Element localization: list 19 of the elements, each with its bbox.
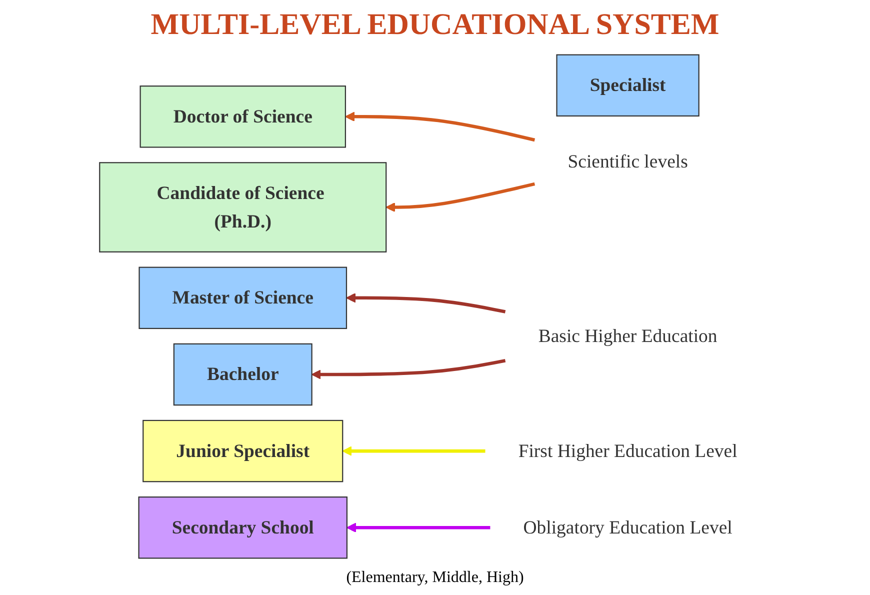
arrow	[342, 446, 486, 456]
arrow	[311, 358, 506, 380]
arrow	[346, 293, 506, 314]
node-box: Secondary School	[138, 496, 348, 559]
node-text: Basic Higher Education	[538, 325, 718, 346]
arrow	[345, 112, 536, 142]
node-box: Candidate of Science (Ph.D.)	[99, 162, 387, 252]
title: MULTI-LEVEL EDUCATIONAL SYSTEM	[150, 8, 720, 42]
node-box: Bachelor	[173, 343, 312, 406]
node-text: First Higher Education Level	[518, 440, 738, 462]
arrow	[346, 522, 490, 532]
node-text: Scientific levels	[568, 151, 688, 172]
node-box: Specialist	[556, 54, 700, 116]
node-text: Obligatory Education Level	[523, 516, 732, 538]
node-box: Master of Science	[138, 266, 348, 330]
node-box: Doctor of Science	[140, 86, 346, 148]
node-caption: (Elementary, Middle, High)	[346, 569, 524, 586]
arrow	[386, 182, 536, 212]
node-box: Junior Specialist	[142, 420, 344, 482]
